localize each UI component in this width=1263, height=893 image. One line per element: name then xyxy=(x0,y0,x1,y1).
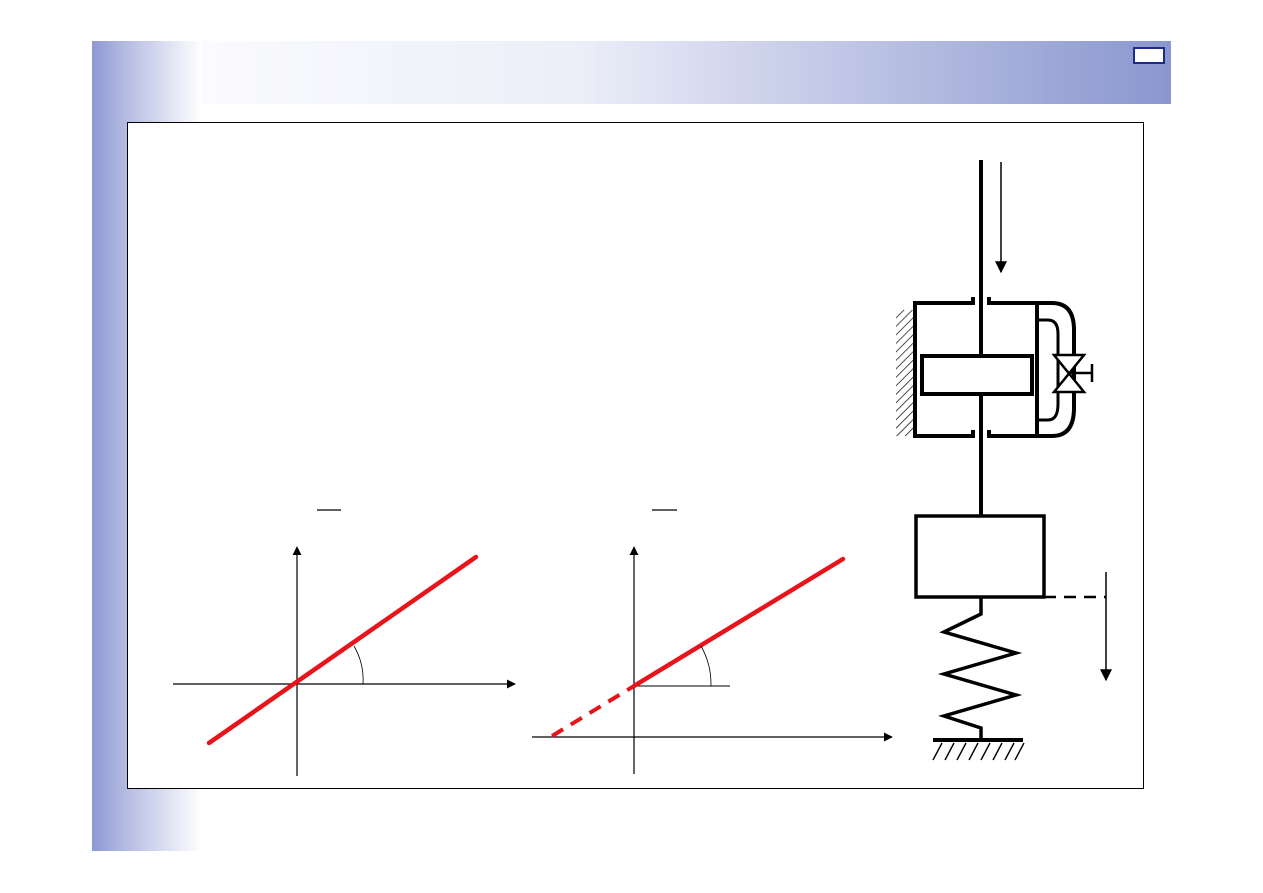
piston xyxy=(920,354,1034,396)
middle-graph-angle-arc xyxy=(700,645,712,687)
mass-block xyxy=(914,514,1046,599)
mechanism xyxy=(896,160,1112,761)
ground-hatch xyxy=(932,742,1025,761)
middle-graph xyxy=(532,509,893,774)
fixed-wall-hatch xyxy=(896,310,915,436)
middle-graph-line xyxy=(631,556,846,689)
bypass-inner xyxy=(1037,318,1060,422)
middle-graph-extrapolation xyxy=(550,684,636,738)
left-graph-line xyxy=(206,554,479,746)
left-graph xyxy=(173,509,516,776)
dashpot-cylinder-right xyxy=(987,297,1039,438)
page-number-badge xyxy=(1133,47,1165,64)
left-graph-angle-arc xyxy=(353,645,364,685)
header-band xyxy=(92,41,1171,104)
dashpot-cylinder xyxy=(913,297,975,438)
spring xyxy=(937,597,1023,740)
